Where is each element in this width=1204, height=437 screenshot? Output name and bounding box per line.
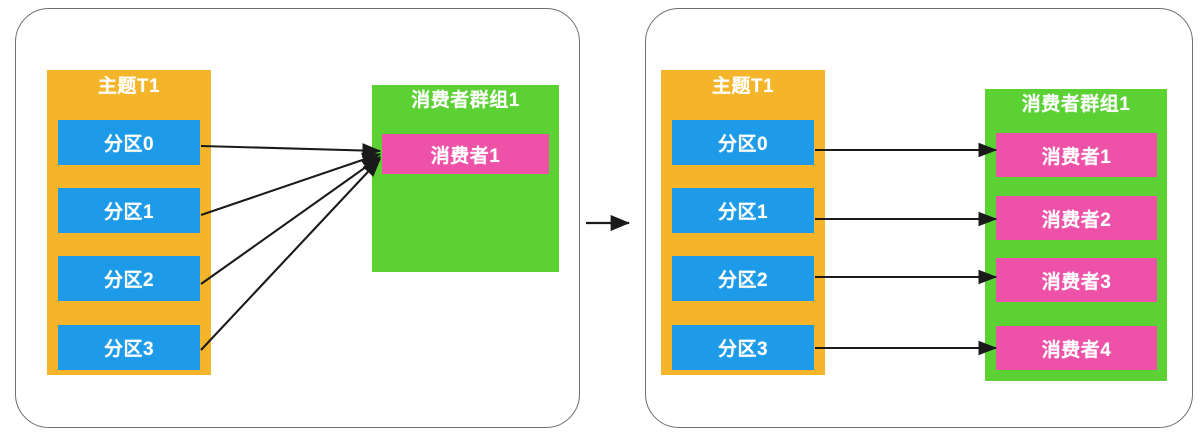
consumer-group-box-before: 消费者群组1	[372, 85, 559, 272]
partition-box-after-2[interactable]: 分区2	[672, 256, 814, 301]
partition-box-before-3[interactable]: 分区3	[58, 325, 200, 370]
partition-box-after-3[interactable]: 分区3	[672, 325, 814, 370]
partition-label: 分区2	[717, 270, 769, 291]
partition-label: 分区1	[717, 202, 769, 223]
consumer-box-before-0[interactable]: 消费者1	[382, 134, 549, 174]
consumer-box-after-1[interactable]: 消费者2	[996, 196, 1157, 240]
consumer-label: 消费者1	[1041, 146, 1112, 168]
consumer-label: 消费者4	[1041, 339, 1112, 361]
partition-label: 分区3	[717, 339, 769, 360]
consumer-box-after-2[interactable]: 消费者3	[996, 258, 1157, 302]
partition-label: 分区0	[717, 134, 769, 155]
topic-title-before: 主题T1	[97, 76, 161, 97]
consumer-label: 消费者2	[1041, 209, 1112, 231]
consumer-box-after-0[interactable]: 消费者1	[996, 133, 1157, 177]
consumer-label: 消费者3	[1041, 271, 1112, 293]
partition-label: 分区2	[103, 270, 155, 291]
consumer-box-after-3[interactable]: 消费者4	[996, 326, 1157, 370]
partition-label: 分区0	[103, 134, 155, 155]
partition-label: 分区1	[103, 202, 155, 223]
consumer-group-title-after: 消费者群组1	[1021, 94, 1131, 115]
consumer-label: 消费者1	[430, 145, 501, 167]
partition-box-after-0[interactable]: 分区0	[672, 120, 814, 165]
topic-title-after: 主题T1	[711, 76, 775, 97]
consumer-group-title-before: 消费者群组1	[411, 90, 520, 111]
partition-box-before-0[interactable]: 分区0	[58, 120, 200, 165]
partition-label: 分区3	[103, 339, 155, 360]
partition-box-after-1[interactable]: 分区1	[672, 188, 814, 233]
partition-box-before-1[interactable]: 分区1	[58, 188, 200, 233]
partition-box-before-2[interactable]: 分区2	[58, 256, 200, 301]
